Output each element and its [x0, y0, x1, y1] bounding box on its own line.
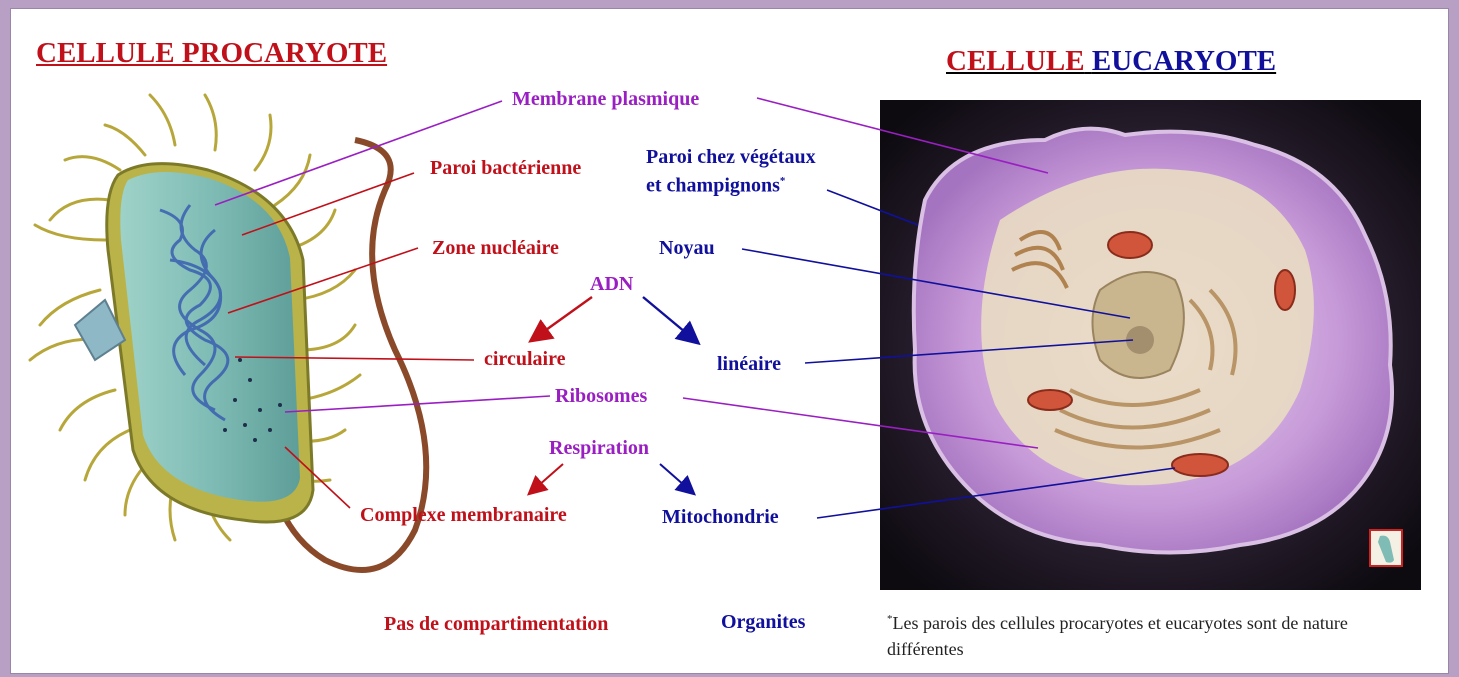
footnote: *Les parois des cellules procaryotes et …: [887, 606, 1407, 662]
label-circulaire: circulaire: [484, 347, 565, 371]
asterisk-mark: *: [780, 175, 786, 187]
title-eucaryote: CELLULE EUCARYOTE: [946, 44, 1276, 78]
label-organites: Organites: [721, 610, 805, 634]
footnote-text: Les parois des cellules procaryotes et e…: [887, 613, 1348, 659]
label-paroi-vegetaux-line2: et champignons*: [646, 169, 816, 198]
label-zone-nucleaire: Zone nucléaire: [432, 236, 559, 260]
title-eucaryote-part1: CELLULE: [946, 45, 1085, 77]
label-paroi-vegetaux: Paroi chez végétaux et champignons*: [646, 145, 816, 198]
label-adn: ADN: [590, 272, 633, 296]
eukaryote-cell-image: [880, 100, 1421, 590]
label-respiration: Respiration: [549, 436, 649, 460]
prokaryote-cell-image: [30, 95, 426, 570]
label-ribosomes: Ribosomes: [555, 384, 647, 408]
label-lineaire: linéaire: [717, 352, 781, 376]
label-mitochondrie: Mitochondrie: [662, 505, 779, 529]
label-paroi-bacterienne: Paroi bactérienne: [430, 156, 581, 180]
title-eucaryote-part2: EUCARYOTE: [1092, 45, 1276, 77]
label-noyau: Noyau: [659, 236, 715, 260]
label-pas-compartimentation: Pas de compartimentation: [384, 612, 608, 636]
label-complexe-membranaire: Complexe membranaire: [360, 503, 567, 527]
label-membrane-plasmique: Membrane plasmique: [512, 87, 699, 111]
label-paroi-vegetaux-line1: Paroi chez végétaux: [646, 145, 816, 169]
title-procaryote: CELLULE PROCARYOTE: [36, 36, 387, 70]
